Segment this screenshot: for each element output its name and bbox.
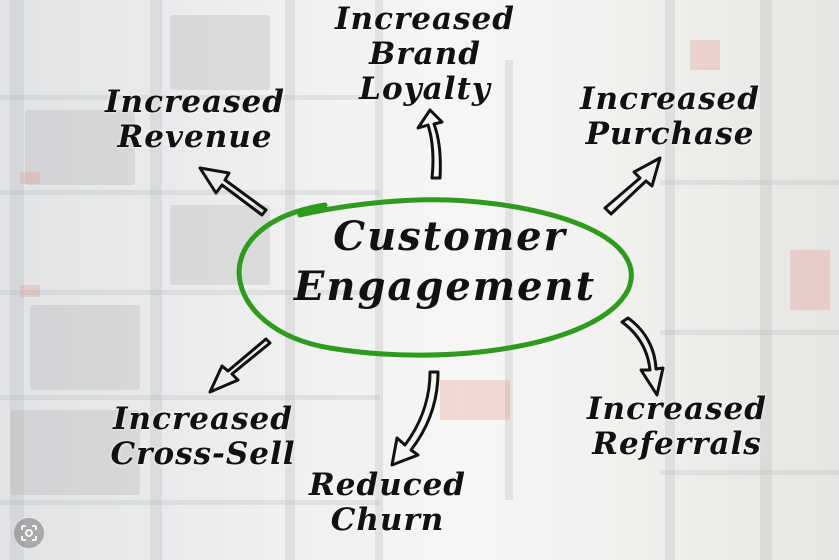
shelf-post (10, 0, 24, 560)
arrow-to-revenue (198, 166, 268, 217)
red-crate (440, 380, 510, 420)
label-line: Reduced (309, 467, 466, 503)
label-revenue: Increased Revenue (90, 85, 300, 155)
label-brand-loyalty: Increased Brand Loyalty (320, 2, 530, 107)
center-title: Customer Engagement (275, 212, 615, 312)
visual-search-icon (21, 525, 37, 541)
arrow-to-loyalty (416, 108, 444, 180)
label-cross-sell: Increased Cross-Sell (98, 402, 308, 472)
shelf-post (285, 0, 295, 560)
shelf-post (760, 0, 772, 560)
arrow-to-churn (390, 370, 440, 467)
shelf-board (0, 500, 380, 505)
visual-search-button[interactable] (14, 518, 44, 548)
shelf-goods (170, 205, 270, 285)
label-line: Loyalty (359, 71, 491, 107)
center-title-line1: Customer (333, 213, 567, 260)
shelf-goods (170, 15, 270, 90)
label-line: Brand (369, 36, 481, 72)
ring-stroke (236, 197, 634, 358)
shelf-board (0, 190, 380, 195)
label-referrals: Increased Referrals (572, 392, 782, 462)
arrow-to-purchase (603, 156, 662, 216)
label-line: Increased (335, 1, 515, 37)
center-title-line2: Engagement (293, 263, 597, 310)
label-line: Increased (587, 391, 767, 427)
red-crate (690, 40, 720, 70)
shelf-post (505, 60, 513, 500)
red-tag (20, 285, 40, 297)
red-tag (20, 172, 40, 184)
shelf-board (660, 330, 839, 335)
shelf-goods (10, 410, 140, 495)
shelf-post (150, 0, 162, 560)
label-line: Referrals (592, 426, 762, 462)
shelf-goods (30, 305, 140, 390)
label-line: Increased (105, 84, 285, 120)
shelf-board (0, 290, 380, 295)
shelf-board (0, 395, 380, 400)
shelf-post (665, 0, 675, 560)
label-purchase: Increased Purchase (565, 82, 775, 152)
shelf-board (0, 95, 380, 100)
shelf-board (660, 180, 839, 185)
shelf-board (660, 470, 839, 475)
arrow-to-crosssell (208, 337, 272, 394)
label-line: Revenue (117, 119, 273, 155)
shelf-goods (25, 110, 135, 185)
arrow-to-referrals (620, 316, 665, 397)
label-line: Increased (113, 401, 293, 437)
label-line: Purchase (585, 116, 755, 152)
label-churn: Reduced Churn (290, 468, 485, 538)
label-line: Increased (580, 81, 760, 117)
red-crate (790, 250, 830, 310)
label-line: Churn (330, 502, 445, 538)
label-line: Cross-Sell (110, 436, 296, 472)
shelf-post (375, 0, 383, 560)
